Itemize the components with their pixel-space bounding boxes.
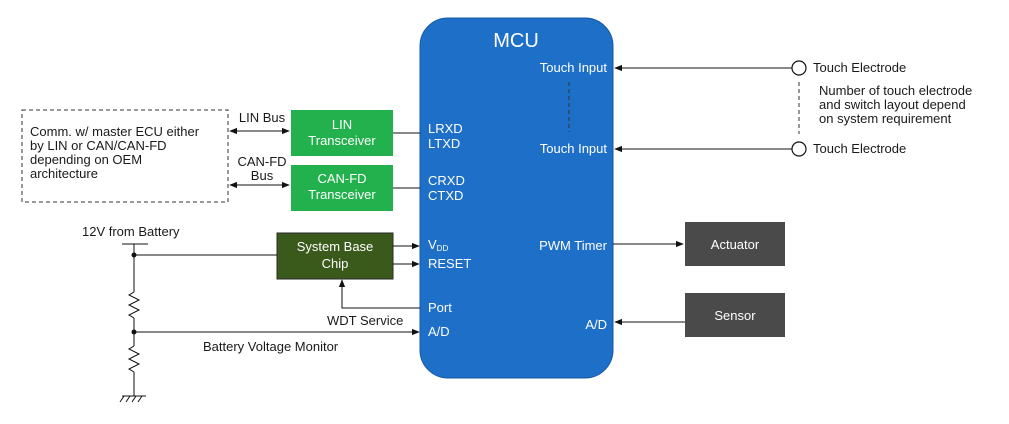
can-transceiver-line-2: Transceiver	[308, 187, 376, 202]
battery-label: 12V from Battery	[82, 224, 180, 239]
pin-crxd: CRXD	[428, 173, 465, 188]
sbc-line-1: System Base	[297, 239, 374, 254]
sbc-line-2: Chip	[322, 256, 349, 271]
can-bus-label-2: Bus	[251, 168, 274, 183]
mcu-block	[419, 17, 614, 379]
master-ecu-box	[21, 109, 229, 203]
pin-reset: RESET	[428, 256, 471, 271]
lin-transceiver-block	[291, 110, 393, 156]
pin-touch-input-2: Touch Input	[540, 141, 608, 156]
master-ecu-line-3: depending on OEM	[30, 152, 142, 167]
pin-vdd-sub: DD	[437, 244, 449, 253]
can-transceiver-line-1: CAN-FD	[317, 171, 366, 186]
pin-lrxd: LRXD	[428, 121, 463, 136]
sensor-block	[685, 293, 785, 337]
actuator-label: Actuator	[711, 237, 760, 252]
pin-ltxd: LTXD	[428, 136, 460, 151]
master-ecu-text: Comm. w/ master ECU either by LIN or CAN…	[30, 124, 203, 181]
battery-node	[131, 252, 137, 258]
pin-ad-left: A/D	[428, 324, 450, 339]
touch-electrode-1-label: Touch Electrode	[813, 60, 906, 75]
touch-note: Number of touch electrode and switch lay…	[819, 83, 976, 126]
actuator-block	[685, 222, 785, 266]
touch-note-line-2: and switch layout depend	[819, 97, 966, 112]
sensor-label: Sensor	[714, 308, 756, 323]
touch-electrode-2-icon	[791, 141, 807, 157]
lin-bus-label: LIN Bus	[239, 110, 286, 125]
resistor-2	[127, 345, 141, 373]
battery-monitor-label: Battery Voltage Monitor	[203, 339, 339, 354]
sbc-block	[276, 232, 394, 280]
pin-ad-right: A/D	[585, 317, 607, 332]
mcu-title: MCU	[493, 30, 539, 52]
pin-port: Port	[428, 300, 452, 315]
touch-note-line-1: Number of touch electrode	[819, 83, 972, 98]
touch-electrode-1-icon	[791, 60, 807, 76]
master-ecu-line-1: Comm. w/ master ECU either	[30, 124, 200, 139]
wdt-label: WDT Service	[327, 313, 403, 328]
can-transceiver-block	[291, 165, 393, 211]
can-bus-label-1: CAN-FD	[237, 154, 286, 169]
port-to-sbc-line	[338, 279, 420, 309]
ground-icon	[119, 395, 146, 403]
touch-note-line-3: on system requirement	[819, 111, 952, 126]
lin-transceiver-line-1: LIN	[332, 117, 352, 132]
pin-ctxd: CTXD	[428, 188, 463, 203]
resistor-1	[127, 291, 141, 319]
pin-pwm-timer: PWM Timer	[539, 238, 608, 253]
pin-vdd: VDD	[428, 237, 448, 253]
master-ecu-line-4: architecture	[30, 166, 98, 181]
touch-electrode-2-label: Touch Electrode	[813, 141, 906, 156]
master-ecu-line-2: by LIN or CAN/CAN-FD	[30, 138, 167, 153]
pin-touch-input-1: Touch Input	[540, 60, 608, 75]
pin-vdd-v: V	[428, 237, 437, 252]
lin-transceiver-line-2: Transceiver	[308, 133, 376, 148]
